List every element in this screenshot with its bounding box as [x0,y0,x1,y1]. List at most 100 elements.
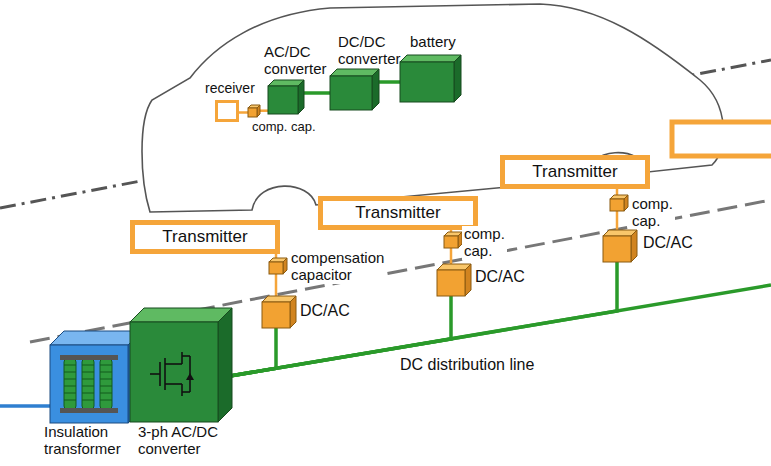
part-label: comp. cap. [462,226,507,260]
part-label: battery [408,34,458,51]
box-front [248,108,257,117]
box-side [283,258,287,274]
coil-turn [100,393,112,394]
coil-turn [64,365,76,366]
coil-label: Transmitter [162,227,247,247]
box-front [262,302,290,328]
transistor-symbol [165,383,182,385]
coil-limb [100,359,112,409]
coil-turn [64,379,76,380]
transmitter-coil: Transmitter [500,155,650,189]
transmitter-coil: Transmitter [318,196,478,230]
box-top [50,331,142,345]
coil-turn [100,386,112,387]
coil-turn [82,365,94,366]
line-label: DC distribution line [398,356,536,374]
box-front [50,345,128,423]
box-faces [268,80,306,116]
rectifier-box: 3-ph AC/DC converter [130,322,218,422]
box-faces [269,258,289,276]
box-front [610,199,624,211]
box-faces [400,55,463,104]
part-label: 3-ph AC/DC converter [136,424,230,458]
compensation-capacitor: comp. cap. [610,199,624,211]
part-label: AC/DC converter [262,44,329,78]
box-side [454,55,461,102]
coil-turn [82,393,94,394]
compensation-capacitor: compensation capacitor [269,262,283,274]
part-label: DC/AC [641,234,695,252]
coil-turn [100,400,112,401]
coil-turn [64,393,76,394]
coil-turn [82,379,94,380]
box-faces [603,230,639,264]
coil-turn [64,372,76,373]
coil-label: Transmitter [532,162,617,182]
part-label: Insulation transformer [42,424,123,458]
box-side [372,69,379,110]
transistor-symbol [164,358,166,390]
diode-symbol [186,373,194,380]
box-top [400,55,461,62]
car-outline [142,4,723,212]
transistor-symbol [182,391,190,393]
transistor-symbol [189,380,191,392]
transmitter-coil: Transmitter [130,220,280,254]
transistor-symbol [189,356,191,368]
inverter-box: DC/AC [437,270,465,296]
box-side [218,308,232,422]
box-faces [610,195,630,213]
core-yoke [60,408,118,413]
transformer-box: Insulation transformer [50,345,128,423]
transistor-symbol [182,355,190,357]
coil-turn [100,372,112,373]
connector [239,111,248,114]
box-front [130,322,218,422]
box-top [130,308,232,322]
box-side [631,230,637,262]
coil-turn [64,400,76,401]
box-front [268,86,298,114]
box-top [330,69,379,76]
converter-box: AC/DC converter [268,86,298,114]
coil-turn [100,379,112,380]
part-label: DC/AC [298,302,352,320]
box-faces [437,264,473,298]
coil-turn [82,400,94,401]
box-faces [330,69,381,112]
box-front [603,236,631,262]
part-label: comp. cap. [630,196,675,230]
transistor-symbol [165,363,182,365]
coil-label: Transmitter [355,203,440,223]
part-label: DC/DC converter [336,34,403,68]
part-label: comp. cap. [250,120,318,135]
box-faces [262,296,298,330]
inverter-box: DC/AC [603,236,631,262]
box-front [444,236,458,248]
box-side [298,80,304,114]
part-label: receiver [203,81,257,97]
box-faces [130,308,234,424]
coil-turn [82,386,94,387]
coil-limb [82,359,94,409]
transmitter-partial [672,122,771,156]
compensation-capacitor: comp. cap. [444,236,458,248]
transistor-symbol [181,352,183,364]
part-label: DC/AC [473,268,527,286]
converter-box: DC/DC converter [330,76,372,110]
box-side [624,195,628,211]
coil-turn [82,372,94,373]
coil-turn [64,386,76,387]
core-yoke [60,355,118,360]
box-side [290,296,296,328]
box-front [330,76,372,110]
box-side [465,264,471,296]
battery-box: battery [400,62,454,102]
transistor-symbol [181,384,183,396]
box-front [437,270,465,296]
compensation-capacitor: comp. cap. [248,108,257,117]
inverter-box: DC/AC [262,302,290,328]
part-label: compensation capacitor [289,250,386,284]
transistor-symbol [150,373,160,375]
